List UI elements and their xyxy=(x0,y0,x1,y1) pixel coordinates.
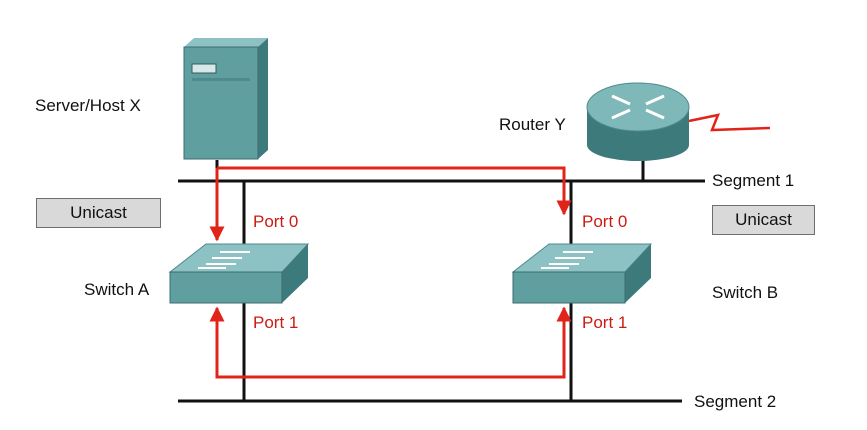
switch-a-port-0-label: Port 0 xyxy=(253,212,299,231)
unicast-badge-left: Unicast xyxy=(36,198,161,228)
switch-b-port-1-label: Port 1 xyxy=(582,313,628,332)
switch-b-port-0-label: Port 0 xyxy=(582,212,628,231)
router-label: Router Y xyxy=(499,115,566,134)
switch-a-label: Switch A xyxy=(84,280,150,299)
server-label: Server/Host X xyxy=(35,96,141,115)
segment-2-label: Segment 2 xyxy=(694,392,777,411)
unicast-path-to-switch-b xyxy=(217,166,572,216)
unicast-loop-path xyxy=(209,306,572,379)
router-icon xyxy=(586,82,771,161)
server-icon xyxy=(183,38,268,160)
wan-link-icon xyxy=(688,113,771,132)
switch-a-icon xyxy=(168,243,310,304)
switch-b-label: Switch B xyxy=(712,283,779,302)
switch-b-icon xyxy=(511,243,653,304)
switch-a-port-1-label: Port 1 xyxy=(253,313,299,332)
segment-1-label: Segment 1 xyxy=(712,171,795,190)
unicast-badge-right: Unicast xyxy=(712,205,815,235)
